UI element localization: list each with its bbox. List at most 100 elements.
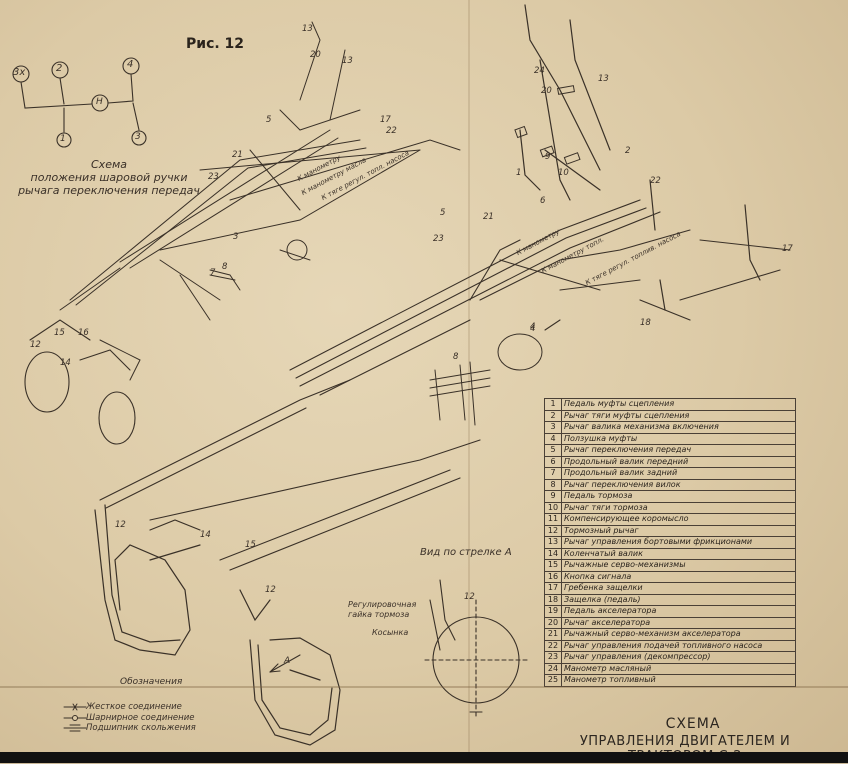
- callout: 10: [558, 168, 569, 178]
- callout: 13: [302, 24, 313, 34]
- part-name: Рычаг тяги муфты сцепления: [561, 409, 796, 422]
- part-number: 11: [544, 513, 562, 526]
- cotter-label: Косынка: [372, 628, 409, 637]
- part-name: Рычажные серво-механизмы: [561, 559, 796, 572]
- part-name: Рычаг акселератора: [561, 616, 796, 629]
- part-name: Рычаг управления (декомпрессор): [561, 651, 796, 664]
- gear-scheme-caption: Схема положения шаровой ручки рычага пер…: [14, 158, 204, 197]
- gear-scheme-diagram: [12, 57, 147, 148]
- callout: 4: [530, 324, 536, 334]
- gear-pos-reverse: 3x: [13, 67, 26, 78]
- part-number: 15: [544, 559, 562, 572]
- part-name: Продольный валик передний: [561, 455, 796, 468]
- part-name: Компенсирующее коромысло: [561, 513, 796, 526]
- callout: 8: [222, 262, 228, 272]
- part-number: 6: [544, 455, 562, 468]
- part-name: Коленчатый валик: [561, 547, 796, 560]
- callout: 14: [200, 530, 211, 540]
- callout: 21: [483, 212, 494, 222]
- upper-rod-assembly: [59, 21, 461, 381]
- part-number: 14: [544, 547, 562, 560]
- callout: 7: [210, 268, 216, 278]
- title-line1: СХЕМА: [665, 716, 721, 732]
- brake-nut-label: Регулировочная гайка тормоза: [348, 600, 416, 620]
- bottom-brake-band: [239, 589, 341, 746]
- bottom-edge: [0, 752, 848, 763]
- part-name: Рычаг управления бортовыми фрикционами: [561, 536, 796, 549]
- part-name: Ползушка муфты: [561, 432, 796, 445]
- part-number: 25: [544, 674, 562, 687]
- gear-caption-line2: положения шаровой ручки: [30, 171, 188, 184]
- gear-caption-line3: рычага переключения передач: [18, 184, 200, 197]
- callout: 1: [516, 168, 522, 178]
- part-name: Педаль тормоза: [561, 490, 796, 503]
- gear-pos-neutral: Н: [96, 97, 103, 107]
- part-name: Педаль акселератора: [561, 605, 796, 618]
- part-number: 22: [544, 639, 562, 652]
- callout: 17: [380, 115, 391, 125]
- callout: 12: [265, 585, 276, 595]
- part-name: Гребенка защелки: [561, 582, 796, 595]
- callout: 5: [266, 115, 272, 125]
- callout: 16: [78, 328, 89, 338]
- part-number: 2: [544, 409, 562, 422]
- callout: 6: [540, 196, 546, 206]
- callout: 12: [464, 592, 475, 602]
- part-number: 10: [544, 501, 562, 514]
- callout: 20: [541, 86, 552, 96]
- part-name: Рычаг переключения передач: [561, 444, 796, 457]
- legend-symbols: [63, 703, 87, 732]
- callout: 15: [245, 540, 256, 550]
- callout: 23: [433, 234, 444, 244]
- paper-fold: [0, 686, 848, 688]
- brake-nut-line2: гайка тормоза: [348, 610, 410, 619]
- legend-hinged: Шарнирное соединение: [86, 713, 195, 723]
- part-name: Защелка (педаль): [561, 593, 796, 606]
- part-name: Манометр масляный: [561, 662, 796, 675]
- part-number: 5: [544, 444, 562, 457]
- part-number: 20: [544, 616, 562, 629]
- part-number: 8: [544, 478, 562, 491]
- callout: 14: [60, 358, 71, 368]
- center-connectors: [209, 239, 311, 291]
- callout: 13: [598, 74, 609, 84]
- callout: 22: [386, 126, 397, 136]
- gear-pos-2: 2: [56, 63, 63, 74]
- view-a-caption: Вид по стрелке А: [420, 547, 512, 558]
- legend-bearing: Подшипник скольжения: [86, 723, 196, 733]
- gear-pos-3: 3: [135, 132, 141, 142]
- part-name: Манометр топливный: [561, 674, 796, 687]
- part-name: Рычаг валика механизма включения: [561, 421, 796, 434]
- callout: 23: [208, 172, 219, 182]
- part-name: Рычаг переключения вилок: [561, 478, 796, 491]
- left-brake-band-large: [94, 504, 201, 656]
- part-number: 12: [544, 524, 562, 537]
- main-diagonal-rods: [99, 199, 791, 571]
- part-number: 23: [544, 651, 562, 664]
- arrow-a: [269, 319, 561, 673]
- callout: 24: [534, 66, 545, 76]
- part-number: 17: [544, 582, 562, 595]
- callout: 12: [115, 520, 126, 530]
- arrow-a-label: А: [284, 656, 291, 666]
- callout: 22: [650, 176, 661, 186]
